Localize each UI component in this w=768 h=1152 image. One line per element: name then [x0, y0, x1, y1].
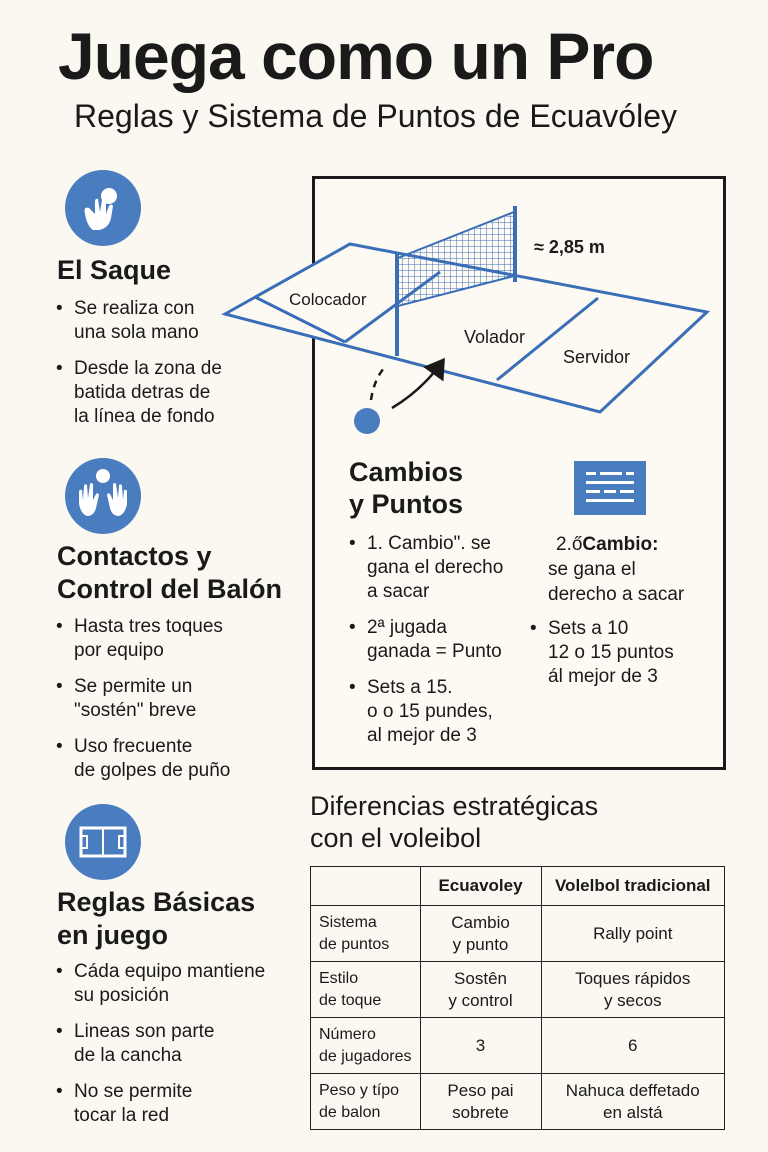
cambios-right-block: 2.őCambio: se gana el derecho a sacar	[548, 532, 684, 607]
two-hands-icon	[65, 458, 141, 534]
list-item: Uso frecuente de golpes de puño	[56, 735, 230, 783]
court-line	[496, 296, 599, 382]
table-cell: Rally point	[540, 905, 726, 962]
list-item: Hasta tres toques por equipo	[56, 615, 230, 663]
court-outline	[221, 242, 711, 414]
list-item: Se permite un "sostén" breve	[56, 675, 230, 723]
court-diagram: ≈ 2,85 m Colocador Volador Servidor	[221, 206, 711, 434]
table-header-cell	[310, 866, 421, 906]
table-header-row: Ecuavoley Volelbol tradicional	[310, 866, 726, 906]
ball-icon	[354, 408, 380, 434]
hand-serve-icon	[65, 170, 141, 246]
section-heading-reglas: Reglas Básicas en juego	[57, 887, 256, 950]
page-subtitle: Reglas y Sistema de Puntos de Ecuavóley	[74, 98, 677, 134]
cambios-right-text: se gana el derecho a sacar	[548, 559, 685, 605]
position-label-colocador: Colocador	[289, 290, 367, 309]
section-heading-contactos: Contactos y Control del Balón	[57, 541, 282, 604]
saque-bullet-list: Se realiza con una sola mano Desde la zo…	[56, 297, 222, 441]
table-cell: 6	[540, 1017, 726, 1074]
court-line	[254, 295, 346, 344]
diferencias-heading: Diferencias estratégicas con el voleibol	[310, 791, 599, 853]
cambios-left-list: 1. Cambio". se gana el derecho a sacar 2…	[349, 532, 503, 760]
list-item: 1. Cambio". se gana el derecho a sacar	[349, 532, 503, 604]
section-heading-saque: El Saque	[57, 255, 172, 285]
list-item: Desde la zona de batida detras de la lín…	[56, 357, 222, 429]
arrow-icon	[391, 357, 445, 410]
net-height-label: ≈ 2,85 m	[534, 237, 605, 257]
cambios-right-list: Sets a 10 12 o 15 puntos ál mejor de 3	[530, 617, 674, 701]
list-item: Sets a 10 12 o 15 puntos ál mejor de 3	[530, 617, 674, 689]
list-item: Se realiza con una sola mano	[56, 297, 222, 345]
cambios-right-heading: 2.őCambio:	[556, 534, 659, 555]
court-icon	[65, 804, 141, 880]
cambios-heading: Cambios y Puntos	[349, 457, 464, 519]
reglas-bullet-list: Cáda equipo mantiene su posición Lineas …	[56, 960, 265, 1140]
position-label-servidor: Servidor	[563, 347, 630, 367]
list-item: Cáda equipo mantiene su posición	[56, 960, 265, 1008]
table-cell: 3	[419, 1017, 542, 1074]
contactos-bullet-list: Hasta tres toques por equipo Se permite …	[56, 615, 230, 795]
table-header-cell: Ecuavoley	[419, 866, 542, 906]
scoreboard-icon	[574, 461, 646, 515]
list-item: 2ª jugada ganada = Punto	[349, 616, 503, 664]
list-item: Sets a 15. o o 15 pundes, al mejor de 3	[349, 676, 503, 748]
table-header-cell: Volelbol tradicional	[540, 866, 726, 906]
list-item: No se permite tocar la red	[56, 1080, 265, 1128]
list-item: Lineas son parte de la cancha	[56, 1020, 265, 1068]
position-label-volador: Volador	[464, 327, 525, 347]
ball-trajectory	[369, 367, 385, 401]
page-title: Juega como un Pro	[58, 19, 654, 93]
